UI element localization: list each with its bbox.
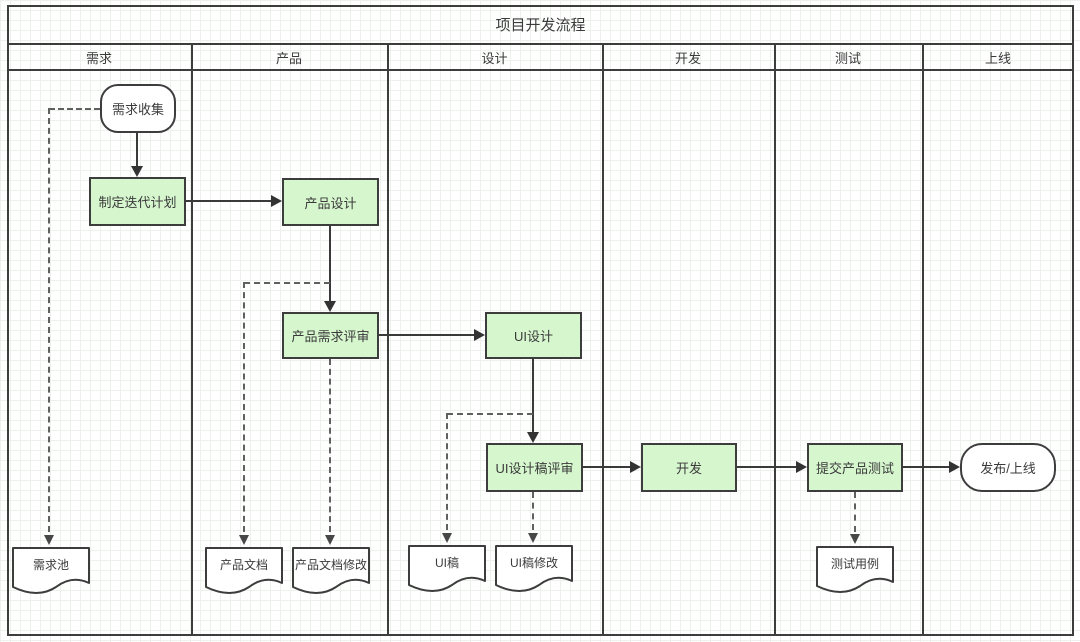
connector-plan-to-product-design (186, 200, 272, 202)
doc-ui-draft-edit[interactable]: UI稿修改 (495, 545, 573, 595)
page-title: 项目开发流程 (495, 16, 586, 34)
node-label: 发布/上线 (980, 461, 1036, 476)
document-shape-icon (12, 547, 90, 594)
connector-submit-test-to-release (903, 466, 950, 468)
arrow-down-icon (44, 535, 54, 545)
lane-header-design: 设计 (387, 45, 602, 69)
lane-label: 需求 (85, 50, 112, 66)
lane-header-requirements: 需求 (7, 45, 191, 69)
connector-submit-test-to-test-case (854, 492, 856, 532)
node-release-launch[interactable]: 发布/上线 (960, 443, 1056, 492)
lane-header-product: 产品 (191, 45, 387, 69)
lane-label: 开发 (674, 50, 701, 66)
arrow-down-icon (239, 535, 249, 545)
arrow-right-icon (271, 195, 282, 207)
arrow-down-icon (442, 533, 452, 543)
node-iteration-plan[interactable]: 制定迭代计划 (89, 177, 186, 226)
node-label: 开发 (675, 461, 702, 476)
connector-req-review-to-prd-doc (243, 282, 245, 532)
connector-req-review-to-ui-design (379, 334, 475, 336)
doc-label: 测试用例 (830, 557, 879, 571)
arrow-down-icon (325, 535, 335, 545)
node-requirement-collect[interactable]: 需求收集 (100, 84, 176, 133)
connector-ui-design-to-ui-review (532, 359, 534, 433)
connector-dev-to-submit-test (737, 466, 797, 468)
document-shape-icon (408, 545, 486, 592)
doc-label: 产品文档修改 (294, 558, 367, 572)
lane-header-development: 开发 (602, 45, 774, 69)
node-ui-design[interactable]: UI设计 (485, 312, 582, 359)
connector-collect-to-plan (136, 133, 138, 167)
doc-test-case[interactable]: 测试用例 (816, 546, 894, 596)
doc-label: 产品文档 (219, 558, 268, 572)
node-label: 制定迭代计划 (98, 195, 177, 210)
node-submit-product-test[interactable]: 提交产品测试 (807, 443, 903, 492)
doc-product-document[interactable]: 产品文档 (205, 547, 283, 597)
connector-req-review-to-prd-doc (244, 282, 330, 284)
connector-ui-review-to-ui-draft-edit (532, 492, 534, 530)
node-label: UI设计 (513, 329, 553, 344)
doc-label: 需求池 (32, 558, 69, 572)
node-label: 提交产品测试 (815, 461, 894, 476)
node-label: 产品需求评审 (291, 329, 370, 344)
connector-collect-to-req-pool (49, 108, 100, 110)
lane-divider-2 (387, 43, 389, 634)
arrow-right-icon (474, 329, 485, 341)
doc-ui-draft[interactable]: UI稿 (408, 545, 486, 595)
node-product-req-review[interactable]: 产品需求评审 (282, 312, 379, 359)
arrow-down-icon (528, 533, 538, 543)
document-shape-icon (816, 546, 894, 593)
connector-req-review-to-prd-doc-edit (329, 359, 331, 532)
doc-product-document-edit[interactable]: 产品文档修改 (292, 547, 370, 597)
arrow-down-icon (527, 432, 539, 443)
node-product-design[interactable]: 产品设计 (282, 178, 379, 226)
node-label: 需求收集 (111, 102, 164, 117)
doc-label: UI稿 (434, 556, 459, 570)
arrow-down-icon (850, 534, 860, 544)
lane-divider-5 (922, 43, 924, 634)
doc-requirement-pool[interactable]: 需求池 (12, 547, 90, 597)
title-separator (7, 43, 1074, 45)
lane-header-testing: 测试 (774, 45, 922, 69)
lane-divider-4 (774, 43, 776, 634)
doc-label: UI稿修改 (509, 556, 558, 570)
lane-header-launch: 上线 (922, 45, 1074, 69)
arrow-right-icon (796, 461, 807, 473)
arrow-right-icon (630, 461, 641, 473)
lane-divider-3 (602, 43, 604, 634)
connector-ui-review-to-dev (583, 466, 631, 468)
node-development[interactable]: 开发 (641, 443, 737, 492)
lane-divider-1 (191, 43, 193, 634)
lane-label: 产品 (275, 50, 302, 66)
arrow-right-icon (949, 461, 960, 473)
lane-header-separator (7, 69, 1074, 71)
connector-collect-to-req-pool (48, 108, 50, 532)
arrow-down-icon (131, 166, 143, 177)
connector-ui-review-to-ui-draft (446, 413, 448, 530)
lane-label: 设计 (481, 50, 508, 66)
connector-ui-review-to-ui-draft (447, 413, 533, 415)
document-shape-icon (292, 547, 370, 594)
diagram-border (7, 5, 1074, 636)
lane-label: 测试 (834, 50, 861, 66)
node-label: UI设计稿评审 (495, 461, 574, 476)
document-shape-icon (495, 545, 573, 592)
document-shape-icon (205, 547, 283, 594)
node-ui-draft-review[interactable]: UI设计稿评审 (486, 443, 583, 492)
node-label: 产品设计 (304, 195, 357, 211)
lane-label: 上线 (984, 50, 1011, 66)
arrow-down-icon (324, 301, 336, 312)
connector-product-design-to-req-review (329, 226, 331, 302)
